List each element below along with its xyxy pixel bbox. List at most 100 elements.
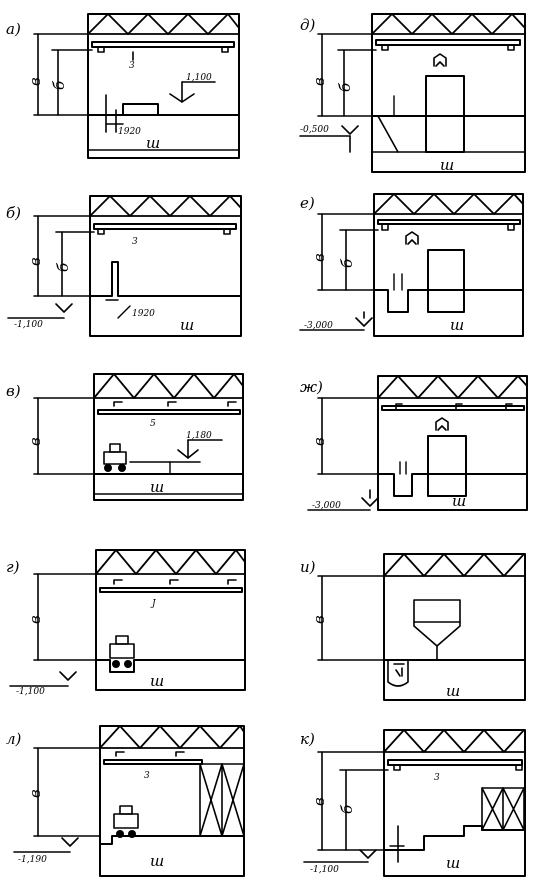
elevation-label: 1,180 — [186, 431, 212, 441]
elevation-label: -1,100 — [14, 320, 43, 330]
roof-truss — [99, 725, 245, 749]
panel-letter-k: к) — [300, 730, 315, 748]
roof-truss — [377, 375, 528, 399]
panel-letter-v: в) — [6, 382, 21, 400]
section-k: к) 3 в — [300, 729, 526, 877]
elevation-label: -3,000 — [312, 501, 341, 511]
height-label: в — [26, 257, 44, 266]
elevation-marker — [299, 125, 359, 153]
machine-base — [122, 103, 159, 116]
crane-height-label: б — [50, 80, 68, 90]
crane-height-label: б — [54, 262, 72, 272]
height-dimension — [317, 397, 379, 475]
height-dimension — [33, 397, 95, 475]
crane-rail-dimension — [51, 49, 93, 116]
crane-height-label: б — [338, 258, 356, 268]
crane-hook-label: J — [150, 599, 157, 609]
elevation-marker — [303, 849, 377, 863]
panel-letter-a: а) — [6, 20, 21, 38]
bunker — [427, 435, 467, 497]
elevation-marker — [307, 489, 379, 511]
panel-letter-b: б) — [6, 204, 21, 222]
section-v: в) 5 1,180 — [6, 373, 244, 501]
section-i: и) в ш — [300, 553, 526, 701]
overhead-crane-bridge — [93, 223, 237, 235]
storage-rack — [199, 763, 245, 837]
panel-letter-l: л) — [6, 730, 22, 748]
crane-rail-dimension — [339, 769, 389, 851]
overhead-crane-bridge — [375, 39, 521, 51]
height-dimension — [33, 33, 89, 116]
roof-truss — [89, 195, 242, 217]
roof-truss — [371, 13, 526, 35]
overhead-crane-bridge — [97, 401, 241, 415]
panel-letter-zh: ж) — [300, 378, 323, 396]
floor-machine — [103, 443, 127, 472]
floor-machine — [113, 805, 139, 838]
height-label: в — [26, 789, 44, 798]
bunker — [425, 75, 465, 153]
elevation-label: -3,000 — [304, 321, 333, 331]
crane-hook-label: 3 — [144, 771, 150, 781]
overhead-crane-bridge — [103, 751, 203, 765]
overhead-crane-bridge — [91, 41, 235, 53]
height-dimension — [317, 33, 373, 117]
elevation-label: -0,500 — [300, 125, 329, 135]
floor-machine — [109, 635, 135, 668]
crane-grab-bucket — [435, 417, 449, 431]
span-label: ш — [446, 854, 460, 872]
bunker — [427, 249, 465, 313]
crane-rail-dimension — [337, 49, 377, 117]
elevation-label: -1,100 — [16, 687, 45, 697]
floor-pit — [387, 659, 409, 687]
rail-width-label: 1920 — [118, 127, 141, 137]
height-label: в — [26, 437, 44, 446]
elevation-label: -1,190 — [18, 855, 47, 865]
span-label: ш — [452, 492, 466, 510]
overhead-crane-bridge — [381, 403, 525, 411]
elevation-marker — [299, 311, 373, 331]
crane-grab-bucket — [405, 231, 419, 245]
section-g: г) J в -1,100 ш — [6, 549, 246, 697]
span-label: ш — [440, 156, 454, 174]
span-label: ш — [180, 316, 194, 334]
roof-truss — [87, 13, 240, 35]
elevation-marker — [169, 81, 216, 103]
crane-hook-label: 3 — [434, 773, 440, 783]
elevation-marker — [9, 671, 77, 687]
roof-truss — [383, 553, 526, 577]
crane-hook-label: 3 — [132, 237, 138, 247]
panel-letter-i: и) — [300, 558, 316, 576]
crane-height-label: б — [336, 82, 354, 92]
height-label: в — [310, 797, 328, 806]
hopper-bunker — [413, 599, 461, 661]
crane-height-label: б — [338, 804, 356, 814]
height-dimension — [317, 575, 385, 661]
rail-width-label: 1920 — [132, 309, 155, 319]
roof-truss — [383, 729, 526, 753]
section-a: а) 3 1920 1,100 в — [6, 13, 240, 159]
span-label: ш — [450, 316, 464, 334]
overhead-crane-bridge — [377, 219, 521, 231]
height-label: в — [26, 615, 44, 624]
crane-rail-dimension — [339, 229, 379, 291]
roof-truss — [93, 373, 244, 399]
span-label: ш — [446, 682, 460, 700]
height-label: в — [310, 437, 328, 446]
height-dimension — [317, 751, 385, 851]
span-label: ш — [146, 134, 160, 152]
panel-letter-d: д) — [300, 16, 316, 34]
height-label: в — [310, 253, 328, 262]
storage-rack — [481, 787, 525, 831]
span-label: ш — [150, 478, 164, 496]
section-b: б) 3 1920 в б -1,100 ш — [6, 195, 242, 337]
stepped-floor — [383, 825, 526, 851]
height-label: в — [310, 77, 328, 86]
section-d: д) в б — [299, 13, 526, 174]
elevation-marker — [177, 439, 223, 459]
section-e: е) в б — [299, 193, 524, 337]
crane-hook-label: 3 — [129, 61, 135, 71]
elevation-marker — [13, 837, 79, 853]
roof-truss — [95, 549, 246, 575]
